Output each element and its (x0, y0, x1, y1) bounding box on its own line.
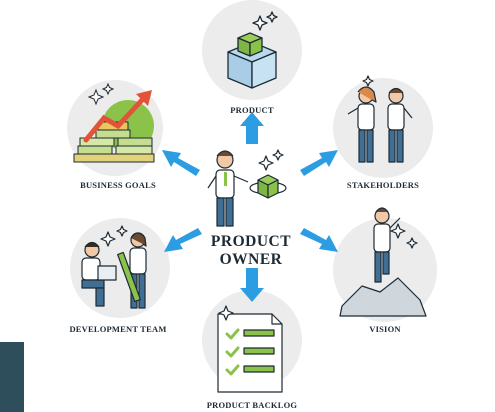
backlog-illustration (217, 305, 283, 393)
arrow-to-stakeholders (300, 150, 338, 176)
center-title-line1: PRODUCT (211, 233, 291, 250)
arrow-to-product (240, 112, 264, 144)
product-label: PRODUCT (230, 105, 274, 115)
business-goals-illustration (73, 82, 155, 163)
vision-illustration (339, 207, 427, 317)
arrow-to-devteam (164, 228, 202, 252)
stakeholders-circle (333, 78, 433, 178)
backlog-label: PRODUCT BACKLOG (207, 400, 298, 410)
product-box-illustration (227, 11, 278, 89)
side-panel (0, 342, 24, 412)
product-owner-illustration (207, 149, 287, 227)
development-team-illustration (81, 225, 147, 309)
arrow-to-backlog (240, 268, 264, 302)
arrows (162, 112, 338, 302)
stakeholders-illustration (347, 75, 413, 163)
vision-label: VISION (369, 324, 401, 334)
center-title-line2: OWNER (220, 251, 283, 268)
stakeholders-label: STAKEHOLDERS (347, 180, 419, 190)
devteam-label: DEVELOPMENT TEAM (69, 324, 166, 334)
arrow-to-goals (162, 150, 200, 176)
arrow-to-vision (300, 228, 338, 252)
goals-label: BUSINESS GOALS (80, 180, 156, 190)
